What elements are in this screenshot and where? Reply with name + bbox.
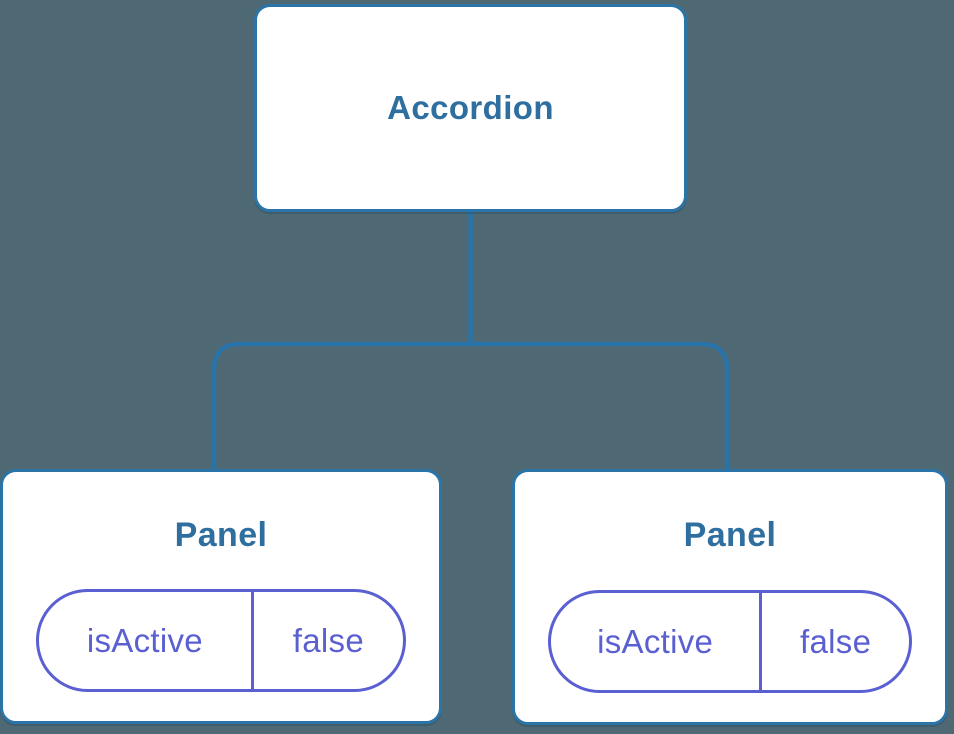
state-pill-panel-1: isActive false (36, 589, 406, 692)
connector-bracket (211, 341, 730, 472)
tree-node-panel-2: Panel isActive false (512, 469, 948, 725)
node-label-panel-1: Panel (174, 516, 268, 554)
node-label-panel-2: Panel (683, 516, 777, 554)
state-pill-divider (759, 593, 763, 690)
state-key-label: isActive (86, 621, 203, 659)
tree-node-panel-1: Panel isActive false (0, 469, 442, 724)
tree-node-accordion: Accordion (254, 4, 687, 212)
node-label-accordion: Accordion (387, 89, 554, 126)
state-value-label: false (292, 621, 365, 659)
state-pill-divider (250, 592, 254, 689)
state-key-label: isActive (597, 622, 714, 660)
state-value-label: false (800, 622, 872, 660)
state-pill-panel-2: isActive false (548, 590, 912, 693)
